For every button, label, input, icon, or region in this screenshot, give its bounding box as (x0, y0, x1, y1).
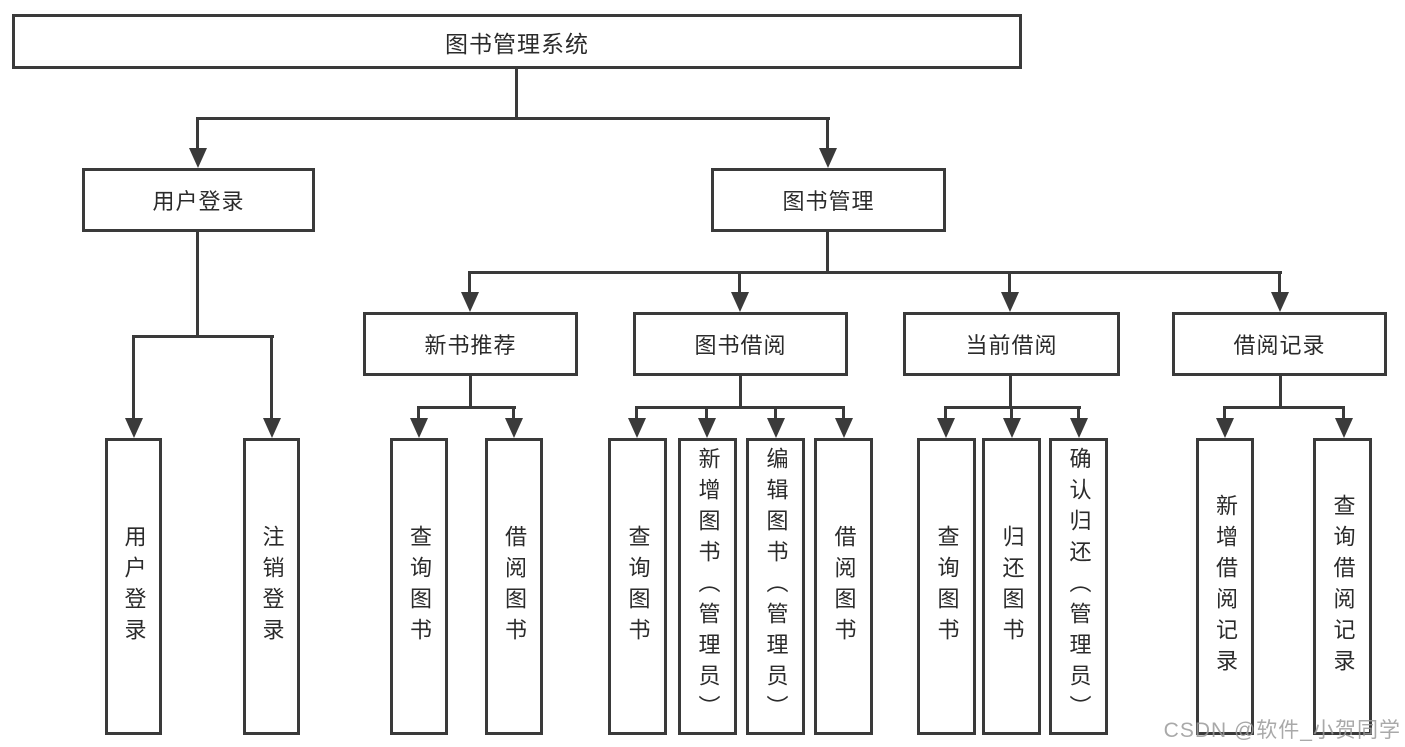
node-leaf-query-borrow-record: 查询借阅记录 (1313, 438, 1372, 735)
leaf-label: 查询图书 (407, 524, 432, 649)
connector-borrow-records-bar (1223, 406, 1345, 409)
node-new-book-recommend-label: 新书推荐 (424, 333, 517, 358)
down-arrow-icon (1215, 406, 1234, 438)
node-leaf-query-book-borrow: 查询图书 (608, 438, 667, 735)
connector-book-mgmt-stem (826, 232, 829, 274)
connector-borrow-records-stem (1279, 376, 1282, 409)
down-arrow-icon (460, 271, 479, 312)
leaf-label: 查询图书 (625, 524, 651, 649)
down-arrow-icon (730, 271, 749, 312)
down-arrow-icon (818, 117, 837, 168)
down-arrow-icon (409, 406, 428, 438)
node-leaf-query-book-current: 查询图书 (917, 438, 976, 735)
down-arrow-icon (1000, 271, 1019, 312)
node-user-login: 用户登录 (82, 168, 315, 232)
down-arrow-icon (766, 406, 785, 438)
node-root-label: 图书管理系统 (445, 30, 589, 57)
node-new-book-recommend: 新书推荐 (363, 312, 578, 376)
node-leaf-logout: 注销登录 (243, 438, 300, 735)
down-arrow-icon (834, 406, 853, 438)
connector-root-stem (515, 69, 518, 119)
leaf-label: 借阅图书 (502, 524, 527, 649)
leaf-label: 借阅图书 (831, 524, 857, 649)
node-leaf-add-borrow-record: 新增借阅记录 (1196, 438, 1254, 735)
node-root: 图书管理系统 (12, 14, 1022, 69)
node-leaf-confirm-return-admin: 确认归还（管理员） (1049, 438, 1108, 735)
down-arrow-icon (504, 406, 523, 438)
down-arrow-icon (1334, 406, 1353, 438)
connector-root-bar (196, 117, 830, 120)
node-leaf-edit-book-admin: 编辑图书（管理员） (746, 438, 805, 735)
connector-new-book-rec-bar (417, 406, 516, 409)
node-leaf-borrow-book-recommend: 借阅图书 (485, 438, 543, 735)
down-arrow-icon (1069, 406, 1088, 438)
down-arrow-icon (936, 406, 955, 438)
node-book-borrow: 图书借阅 (633, 312, 848, 376)
node-user-login-label: 用户登录 (152, 189, 245, 214)
node-leaf-user-login: 用户登录 (105, 438, 162, 735)
connector-user-login-stem (196, 232, 199, 338)
down-arrow-icon (627, 406, 646, 438)
connector-user-login-bar (132, 335, 274, 338)
node-borrow-records-label: 借阅记录 (1233, 333, 1326, 358)
node-borrow-records: 借阅记录 (1172, 312, 1387, 376)
leaf-label: 归还图书 (999, 524, 1025, 649)
down-arrow-icon (1270, 271, 1289, 312)
node-book-management-label: 图书管理 (782, 189, 875, 214)
connector-book-borrow-stem (739, 376, 742, 409)
leaf-label: 编辑图书（管理员） (763, 447, 789, 726)
down-arrow-icon (262, 335, 281, 438)
connector-book-borrow-bar (635, 406, 845, 409)
leaf-label: 查询借阅记录 (1330, 493, 1356, 680)
down-arrow-icon (188, 117, 207, 168)
down-arrow-icon (124, 335, 143, 438)
leaf-label: 注销登录 (259, 524, 285, 649)
leaf-label: 新增借阅记录 (1213, 493, 1238, 680)
leaf-label: 用户登录 (121, 524, 147, 649)
leaf-label: 查询图书 (934, 524, 960, 649)
down-arrow-icon (697, 406, 716, 438)
node-current-borrow: 当前借阅 (903, 312, 1120, 376)
node-leaf-add-book-admin: 新增图书（管理员） (678, 438, 737, 735)
node-leaf-return-book: 归还图书 (982, 438, 1041, 735)
node-leaf-borrow-book: 借阅图书 (814, 438, 873, 735)
connector-current-borrow-stem (1009, 376, 1012, 409)
leaf-label: 新增图书（管理员） (695, 447, 721, 726)
node-book-management: 图书管理 (711, 168, 946, 232)
node-current-borrow-label: 当前借阅 (965, 333, 1058, 358)
leaf-label: 确认归还（管理员） (1066, 447, 1092, 726)
node-leaf-query-book-recommend: 查询图书 (390, 438, 448, 735)
node-book-borrow-label: 图书借阅 (694, 333, 787, 358)
connector-new-book-rec-stem (469, 376, 472, 409)
connector-book-mgmt-bar (468, 271, 1282, 274)
csdn-watermark: CSDN @软件_小贺同学 (1163, 719, 1401, 742)
down-arrow-icon (1002, 406, 1021, 438)
